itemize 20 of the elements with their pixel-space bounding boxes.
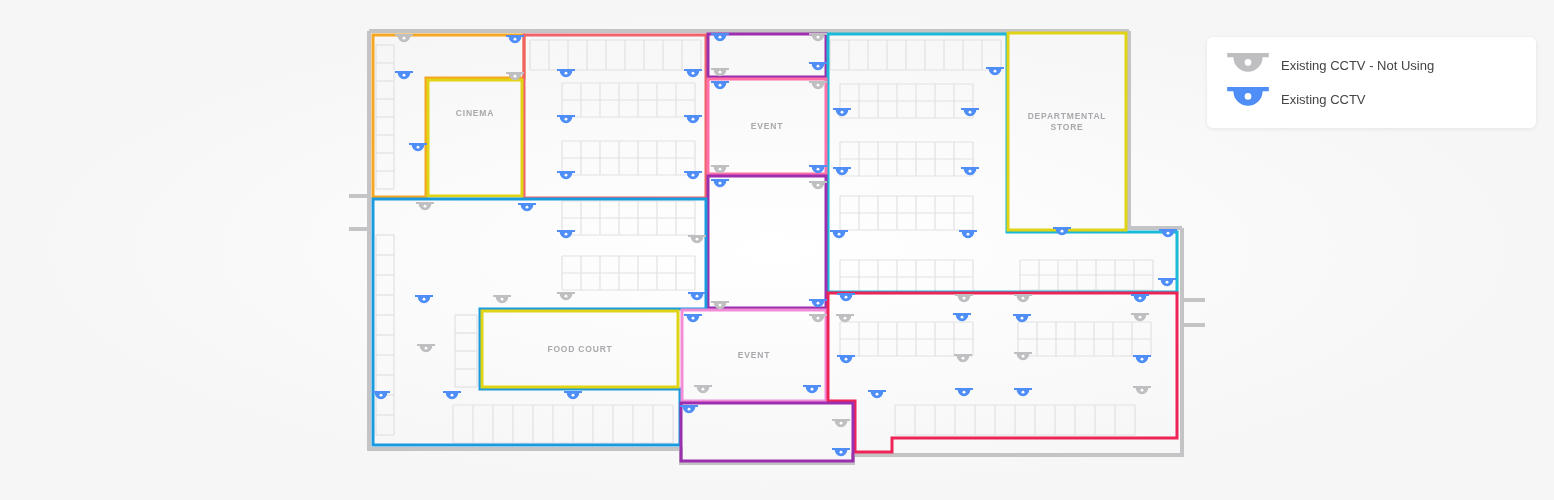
- legend-text: Existing CCTV - Not Using: [1281, 58, 1435, 73]
- zone-area: [828, 34, 1177, 292]
- zone-area: [524, 35, 706, 198]
- zone-area: [373, 35, 524, 197]
- zone-area: [708, 176, 826, 308]
- zone-area: [828, 293, 1177, 452]
- zone-area: [428, 80, 522, 196]
- zone-label: DEPARTMENTAL STORE: [1027, 110, 1107, 133]
- zone-area: [682, 310, 826, 401]
- zone-label: CINEMA: [455, 107, 495, 119]
- zone-area: [708, 79, 826, 174]
- zone-area: [482, 311, 678, 387]
- zone-area: [708, 34, 826, 77]
- zone-area: [1008, 33, 1126, 230]
- zone-area: [681, 403, 853, 461]
- zone-label: EVENT: [750, 121, 784, 132]
- legend-text: Existing CCTV: [1281, 92, 1366, 107]
- zone-label: FOOD COURT: [547, 343, 613, 355]
- zone-label: EVENT: [737, 350, 771, 361]
- zone-area: [373, 199, 706, 445]
